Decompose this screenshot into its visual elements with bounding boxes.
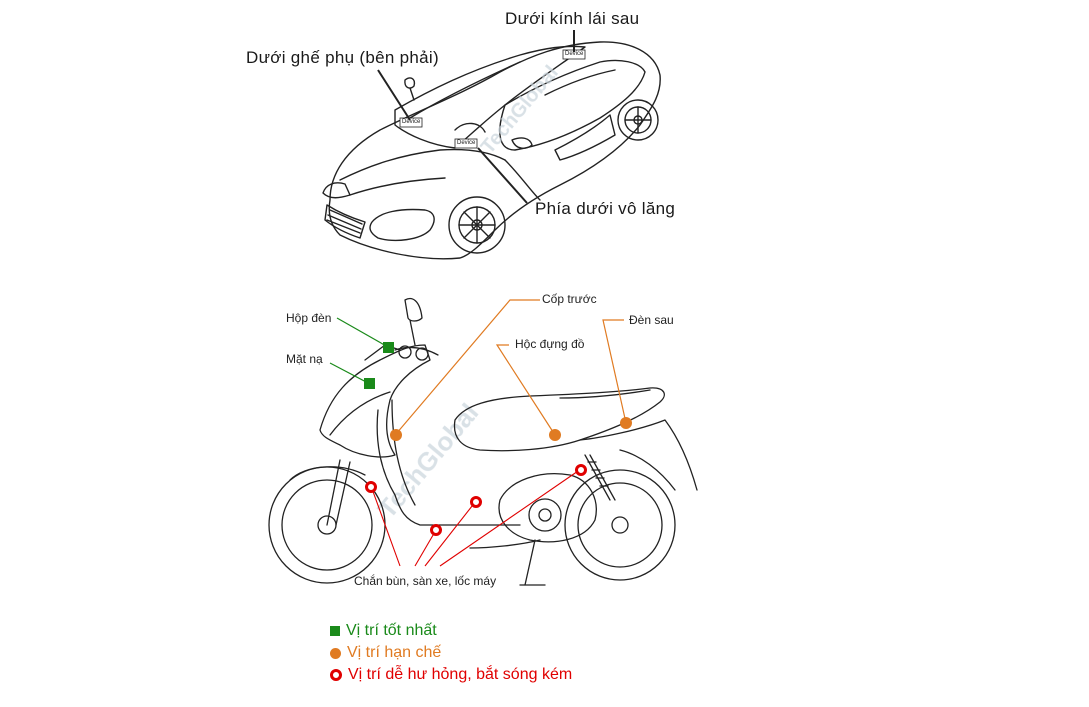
green-square-icon bbox=[330, 626, 340, 636]
car-label-steering: Phía dưới vô lăng bbox=[535, 199, 676, 218]
device-tag-steering: Device bbox=[457, 140, 476, 146]
moto-label-storage: Hộc đựng đồ bbox=[515, 337, 585, 351]
legend-row-best: Vị trí tốt nhất bbox=[330, 620, 572, 642]
moto-label-lamp-box: Hộp đèn bbox=[286, 311, 332, 325]
legend-limited-label: Vị trí hạn chế bbox=[347, 644, 442, 661]
orange-dot-icon bbox=[330, 647, 341, 659]
moto-label-tail-light: Đèn sau bbox=[629, 313, 674, 327]
car-label-passenger-seat: Dưới ghế phụ (bên phải) bbox=[246, 48, 439, 67]
car-label-rear-glass: Dưới kính lái sau bbox=[505, 9, 640, 28]
moto-label-front-trunk: Cốp trước bbox=[542, 292, 597, 306]
moto-label-face-mask: Mặt nạ bbox=[286, 352, 323, 366]
red-ring-icon bbox=[330, 669, 342, 681]
legend-bad-label: Vị trí dễ hư hỏng, bắt sóng kém bbox=[348, 666, 573, 683]
legend: Vị trí tốt nhất Vị trí hạn chế Vị trí dễ… bbox=[330, 620, 572, 686]
legend-row-limited: Vị trí hạn chế bbox=[330, 642, 572, 664]
legend-best-label: Vị trí tốt nhất bbox=[346, 622, 437, 639]
device-tag-passenger: Device bbox=[402, 119, 421, 125]
markers-best bbox=[364, 342, 394, 389]
legend-row-bad: Vị trí dễ hư hỏng, bắt sóng kém bbox=[330, 664, 572, 686]
device-tag-rear: Device bbox=[565, 51, 584, 57]
moto-label-fender: Chắn bùn, sàn xe, lốc máy bbox=[354, 574, 497, 588]
